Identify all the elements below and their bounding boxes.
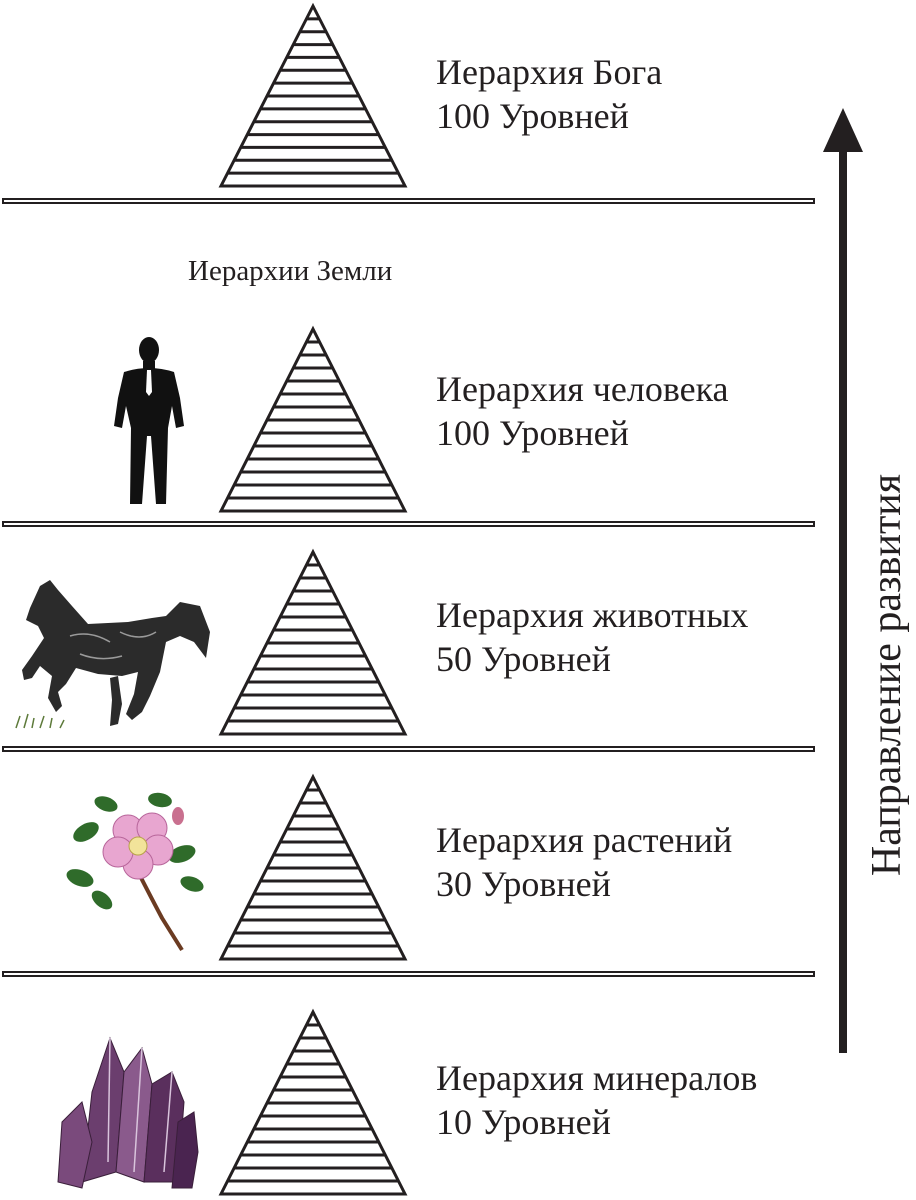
god-hierarchy-pyramid — [218, 2, 408, 188]
mineral-hierarchy-label: Иерархия минералов 10 Уровней — [436, 1056, 757, 1144]
mineral-hierarchy-count: 10 Уровней — [436, 1102, 611, 1142]
plant-hierarchy-label: Иерархия растений 30 Уровней — [436, 818, 732, 906]
earth-hierarchies-heading: Иерархии Земли — [188, 255, 393, 287]
animal-hierarchy-title: Иерархия животных — [436, 595, 749, 635]
rose-flower-icon — [66, 792, 204, 952]
arrow-head — [823, 108, 863, 152]
businessman-silhouette-icon — [114, 337, 184, 504]
human-hierarchy-pyramid — [218, 325, 408, 513]
mineral-hierarchy-pyramid — [218, 1008, 408, 1196]
god-hierarchy-count: 100 Уровней — [436, 96, 629, 136]
human-hierarchy-title: Иерархия человека — [436, 369, 729, 409]
divider-plant-mineral — [2, 971, 815, 977]
plant-hierarchy-pyramid — [218, 773, 408, 961]
animal-hierarchy-label: Иерархия животных 50 Уровней — [436, 593, 748, 681]
divider-human-animal — [2, 521, 815, 527]
god-hierarchy-title: Иерархия Бога — [436, 52, 663, 92]
mineral-hierarchy-title: Иерархия минералов — [436, 1058, 758, 1098]
plant-hierarchy-title: Иерархия растений — [436, 820, 733, 860]
development-direction-arrow — [823, 108, 863, 1053]
development-direction-label: Направление развития — [864, 473, 910, 877]
human-hierarchy-count: 100 Уровней — [436, 413, 629, 453]
divider-god-earth — [2, 198, 815, 204]
divider-animal-plant — [2, 746, 815, 752]
animal-hierarchy-pyramid — [218, 548, 408, 736]
human-hierarchy-label: Иерархия человека 100 Уровней — [436, 367, 729, 455]
god-hierarchy-label: Иерархия Бога 100 Уровней — [436, 50, 662, 138]
arrow-shaft — [839, 148, 847, 1053]
horse-icon — [15, 580, 210, 729]
plant-hierarchy-count: 30 Уровней — [436, 864, 611, 904]
animal-hierarchy-count: 50 Уровней — [436, 639, 611, 679]
amethyst-crystal-icon — [57, 1036, 199, 1189]
